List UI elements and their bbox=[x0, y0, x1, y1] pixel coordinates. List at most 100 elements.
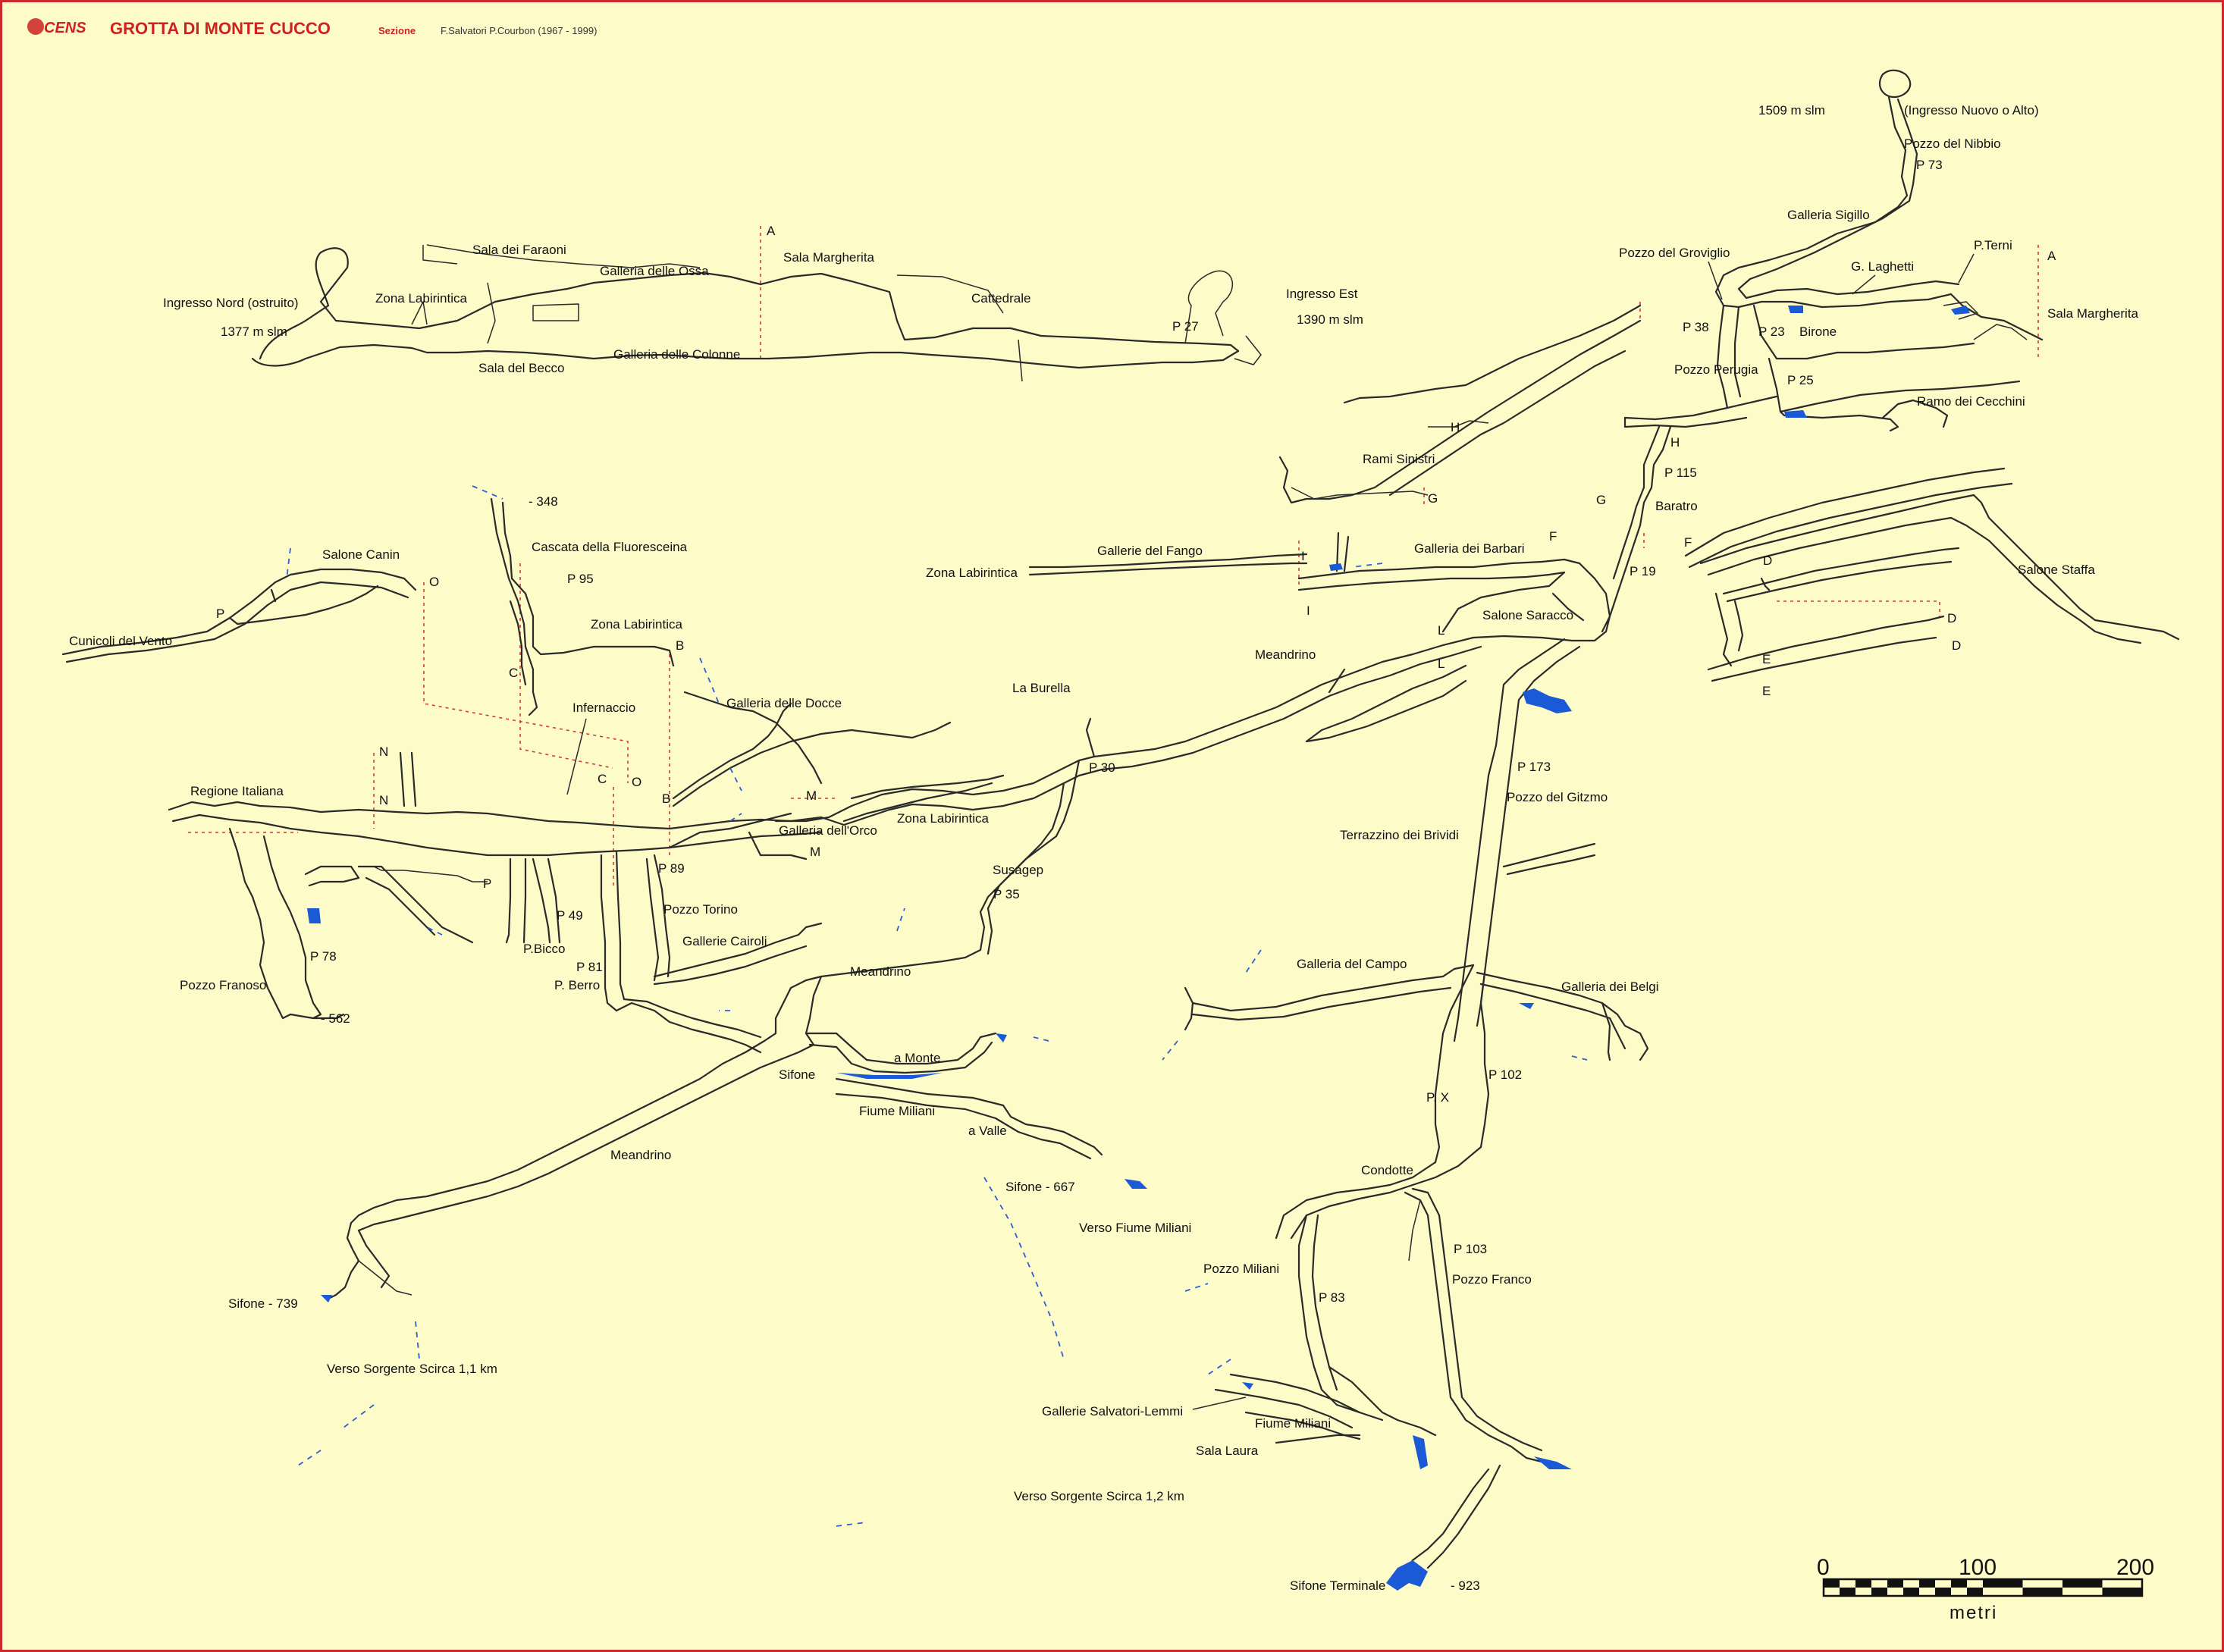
label-ingresso-nord: Ingresso Nord (ostruito) bbox=[163, 296, 299, 310]
label-cattedrale: Cattedrale bbox=[971, 291, 1030, 306]
label-h-upper: H bbox=[1451, 420, 1460, 434]
label-quota-1509: 1509 m slm bbox=[1758, 103, 1825, 118]
label-a-monte: a Monte bbox=[894, 1051, 940, 1065]
label-minus-348: - 348 bbox=[529, 494, 558, 509]
label-p25: P 25 bbox=[1787, 373, 1814, 387]
label-gallerie-fango: Gallerie del Fango bbox=[1097, 544, 1203, 558]
label-cascata-fluoresceina: Cascata della Fluoresceina bbox=[532, 540, 688, 554]
label-galleria-orco: Galleria dell'Orco bbox=[779, 823, 877, 838]
section-reference-lines bbox=[188, 226, 2039, 886]
label-pozzo-torino: Pozzo Torino bbox=[663, 902, 738, 917]
label-i-lower: I bbox=[1306, 603, 1310, 618]
label-e-1: E bbox=[1762, 652, 1771, 666]
label-sifone: Sifone bbox=[779, 1067, 815, 1082]
label-pozzo-nibbio: Pozzo del Nibbio bbox=[1904, 136, 2001, 151]
scale-cell bbox=[1967, 1588, 1983, 1596]
label-ingresso-est: Ingresso Est bbox=[1286, 287, 1358, 301]
label-p78: P 78 bbox=[310, 949, 337, 964]
label-baratro: Baratro bbox=[1655, 499, 1698, 513]
label-fiume-miliani-upper: Fiume Miliani bbox=[859, 1104, 935, 1118]
label-p30: P 30 bbox=[1089, 760, 1115, 775]
label-sifone-739: Sifone - 739 bbox=[228, 1296, 298, 1311]
label-verso-sorgente-12: Verso Sorgente Scirca 1,2 km bbox=[1014, 1489, 1184, 1503]
label-salone-staffa: Salone Staffa bbox=[2018, 563, 2095, 577]
label-zona-labirintica-top: Zona Labirintica bbox=[375, 291, 468, 306]
scale-cell bbox=[2022, 1588, 2062, 1596]
label-p-lower: P bbox=[483, 876, 491, 891]
label-quota-1390: 1390 m slm bbox=[1297, 312, 1363, 327]
label-p-upper: P bbox=[216, 607, 224, 621]
logo-text: CENS bbox=[44, 20, 86, 36]
label-d-3: D bbox=[1952, 638, 1961, 653]
scale-cell bbox=[1887, 1579, 1903, 1588]
water-bodies bbox=[307, 306, 1970, 1591]
label-pozzo-groviglio: Pozzo del Groviglio bbox=[1619, 246, 1730, 260]
label-p35: P 35 bbox=[993, 887, 1020, 901]
label-g-right: G bbox=[1596, 493, 1606, 507]
label-p103: P 103 bbox=[1454, 1242, 1487, 1256]
header: CENS GROTTA DI MONTE CUCCO Sezione F.Sal… bbox=[27, 18, 597, 38]
cave-passages bbox=[61, 69, 2180, 1573]
label-sala-becco: Sala del Becco bbox=[478, 361, 564, 375]
label-p73: P 73 bbox=[1916, 158, 1943, 172]
label-p38: P 38 bbox=[1683, 320, 1709, 334]
label-zona-labirintica-left: Zona Labirintica bbox=[591, 617, 683, 632]
label-zona-labirintica-lower: Zona Labirintica bbox=[897, 811, 990, 826]
label-condotte: Condotte bbox=[1361, 1163, 1413, 1177]
label-c-lower: C bbox=[598, 772, 607, 786]
scale-cell bbox=[1871, 1588, 1887, 1596]
label-e-2: E bbox=[1762, 684, 1771, 698]
label-susagep: Susagep bbox=[993, 863, 1043, 877]
leader-lines bbox=[566, 253, 1975, 1410]
label-p-berro: P. Berro bbox=[554, 978, 600, 992]
label-d-2: D bbox=[1947, 611, 1956, 625]
label-g-laghetti: G. Laghetti bbox=[1851, 259, 1914, 274]
scale-cell bbox=[1855, 1579, 1871, 1588]
label-cunicoli-vento: Cunicoli del Vento bbox=[69, 634, 172, 648]
label-l-lower: L bbox=[1438, 657, 1445, 671]
label-galleria-belgi: Galleria dei Belgi bbox=[1561, 980, 1659, 994]
label-pozzo-miliani: Pozzo Miliani bbox=[1203, 1262, 1279, 1276]
label-quota-1377: 1377 m slm bbox=[221, 324, 287, 339]
label-h-right: H bbox=[1670, 435, 1680, 450]
label-p-bicco: P.Bicco bbox=[523, 942, 565, 956]
label-terrazzino-brividi: Terrazzino dei Brividi bbox=[1340, 828, 1459, 842]
label-sala-margherita-right: Sala Margherita bbox=[2047, 306, 2139, 321]
scale-cell bbox=[1951, 1579, 1967, 1588]
label-sifone-terminale: Sifone Terminale bbox=[1290, 1578, 1385, 1593]
label-sala-faraoni: Sala dei Faraoni bbox=[472, 243, 566, 257]
label-salone-saracco: Salone Saracco bbox=[1482, 608, 1573, 622]
label-galleria-docce: Galleria delle Docce bbox=[726, 696, 842, 710]
label-p89: P 89 bbox=[658, 861, 685, 876]
place-labels: Sala dei Faraoni Galleria delle Ossa A S… bbox=[69, 103, 2139, 1593]
label-sala-laura: Sala Laura bbox=[1196, 1444, 1259, 1458]
label-rami-sinistri: Rami Sinistri bbox=[1363, 452, 1435, 466]
label-c-upper: C bbox=[509, 666, 518, 680]
label-d-1: D bbox=[1763, 553, 1772, 568]
label-verso-fiume-miliani: Verso Fiume Miliani bbox=[1079, 1221, 1191, 1235]
label-a-right: A bbox=[2047, 249, 2056, 263]
label-gallerie-cairoli: Gallerie Cairoli bbox=[682, 934, 767, 948]
scale-cells bbox=[1824, 1579, 2142, 1596]
label-o-lower: O bbox=[632, 775, 641, 789]
label-l-upper: L bbox=[1438, 623, 1445, 638]
label-m-lower: M bbox=[810, 845, 820, 859]
label-la-burella: La Burella bbox=[1012, 681, 1071, 695]
scale-bar: 0 100 200 metri bbox=[1817, 1555, 2154, 1623]
label-fiume-miliani-lower: Fiume Miliani bbox=[1255, 1416, 1331, 1431]
label-salone-canin: Salone Canin bbox=[322, 547, 400, 562]
label-p81: P 81 bbox=[576, 960, 603, 974]
label-ingresso-nuovo: (Ingresso Nuovo o Alto) bbox=[1904, 103, 2039, 118]
label-infernaccio: Infernaccio bbox=[572, 701, 635, 715]
authors: F.Salvatori P.Courbon (1967 - 1999) bbox=[441, 25, 597, 36]
label-p95: P 95 bbox=[567, 572, 594, 586]
label-n-lower: N bbox=[379, 793, 388, 807]
label-b-lower: B bbox=[662, 792, 670, 806]
scale-unit: metri bbox=[1950, 1603, 1997, 1623]
cens-logo: CENS bbox=[27, 18, 86, 36]
label-b-upper: B bbox=[676, 638, 684, 653]
label-p83: P 83 bbox=[1319, 1290, 1345, 1305]
label-zona-labirintica-mid: Zona Labirintica bbox=[926, 566, 1018, 580]
label-meandrino-lower: Meandrino bbox=[610, 1148, 671, 1162]
